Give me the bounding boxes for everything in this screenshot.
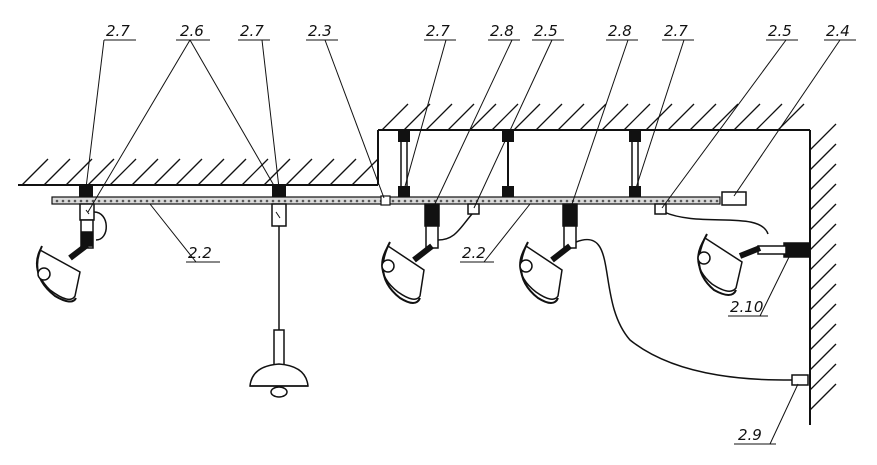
hatch-line bbox=[21, 158, 49, 186]
spotlight-2 bbox=[381, 203, 480, 304]
hatch-line bbox=[307, 158, 335, 186]
hatch-line bbox=[733, 103, 761, 131]
label-2-6: 2.6 bbox=[180, 22, 204, 40]
hatch-line bbox=[809, 263, 837, 291]
hatch-line bbox=[809, 303, 837, 331]
hatch-line bbox=[601, 103, 629, 131]
wall-socket-2-9 bbox=[791, 374, 809, 386]
suspension-rod-3 bbox=[629, 131, 641, 197]
label-2-9: 2.9 bbox=[738, 426, 762, 444]
hatch-line bbox=[241, 158, 269, 186]
pendant-lamp bbox=[249, 203, 309, 398]
label-2-5-a: 2.5 bbox=[534, 22, 558, 40]
hatch-line bbox=[557, 103, 585, 131]
hatch-line bbox=[809, 383, 837, 411]
spotlight-3 bbox=[519, 203, 793, 381]
hatch-line bbox=[809, 363, 837, 391]
hatch-line bbox=[351, 158, 379, 186]
hatch-line bbox=[175, 158, 203, 186]
hatch-line bbox=[131, 158, 159, 186]
hatch-line bbox=[623, 103, 651, 131]
hatch-line bbox=[447, 103, 475, 131]
ceiling-low bbox=[18, 158, 379, 186]
hatch-line bbox=[469, 103, 497, 131]
hatch-line bbox=[809, 243, 837, 271]
hatch-line bbox=[285, 158, 313, 186]
hatch-line bbox=[809, 163, 837, 191]
end-cap-2-4 bbox=[721, 191, 747, 206]
hatch-line bbox=[809, 323, 837, 351]
label-2-2-a: 2.2 bbox=[188, 244, 212, 262]
label-2-4: 2.4 bbox=[826, 22, 850, 40]
hatch-line bbox=[513, 103, 541, 131]
hatch-line bbox=[809, 143, 837, 171]
label-2-5-b: 2.5 bbox=[768, 22, 792, 40]
wall-bracket bbox=[783, 242, 811, 258]
label-2-7-d: 2.7 bbox=[664, 22, 688, 40]
hatch-line bbox=[579, 103, 607, 131]
hatch-line bbox=[667, 103, 695, 131]
hatch-line bbox=[809, 223, 837, 251]
hatch-line bbox=[711, 103, 739, 131]
ceiling-mount-2 bbox=[272, 186, 286, 197]
hatch-line bbox=[153, 158, 181, 186]
wall bbox=[809, 123, 837, 425]
hatch-line bbox=[755, 103, 783, 131]
ceiling-high bbox=[377, 103, 810, 185]
hatch-line bbox=[809, 183, 837, 211]
label-2-3: 2.3 bbox=[308, 22, 332, 40]
hatch-line bbox=[809, 343, 837, 371]
hatch-line bbox=[689, 103, 717, 131]
wall-spotlight bbox=[654, 203, 811, 296]
label-2-8-b: 2.8 bbox=[608, 22, 632, 40]
label-2-8-a: 2.8 bbox=[490, 22, 514, 40]
label-2-10: 2.10 bbox=[730, 298, 763, 316]
hatch-line bbox=[329, 158, 357, 186]
hatch-line bbox=[219, 158, 247, 186]
hatch-line bbox=[65, 158, 93, 186]
leader-lines bbox=[85, 39, 856, 445]
hatch-line bbox=[425, 103, 453, 131]
label-2-7-a: 2.7 bbox=[106, 22, 130, 40]
hatch-line bbox=[43, 158, 71, 186]
hatch-line bbox=[197, 158, 225, 186]
hatch-line bbox=[809, 203, 837, 231]
label-2-7-b: 2.7 bbox=[240, 22, 264, 40]
hatch-line bbox=[809, 123, 837, 151]
suspension-rod-1 bbox=[398, 131, 410, 197]
hatch-line bbox=[87, 158, 115, 186]
hatch-line bbox=[109, 158, 137, 186]
hatch-line bbox=[491, 103, 519, 131]
ceiling-mount-1 bbox=[79, 186, 93, 197]
hatch-line bbox=[381, 103, 409, 131]
hatch-line bbox=[809, 283, 837, 311]
hatch-line bbox=[535, 103, 563, 131]
spotlight-1 bbox=[35, 203, 107, 303]
hatch-line bbox=[403, 103, 431, 131]
label-2-7-c: 2.7 bbox=[426, 22, 450, 40]
label-2-2-b: 2.2 bbox=[462, 244, 486, 262]
connector-2-3 bbox=[380, 195, 391, 206]
suspension-rod-2 bbox=[502, 131, 514, 197]
